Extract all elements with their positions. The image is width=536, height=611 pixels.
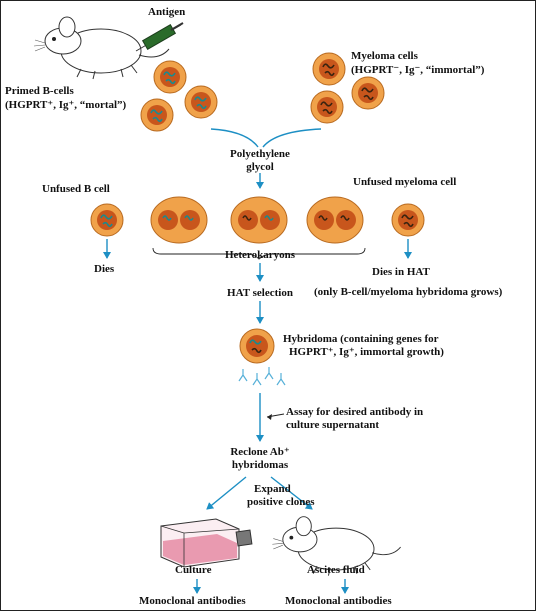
dies-label: Dies (94, 263, 115, 275)
myeloma-merge-curve (262, 128, 322, 148)
heterokaryon-1 (150, 196, 208, 244)
primed-b-cell-1 (153, 60, 187, 94)
b-cell-merge-curve (210, 128, 259, 148)
heterokaryon-3 (306, 196, 364, 244)
unfused-b-cell (90, 203, 124, 237)
myeloma-cell-3 (310, 90, 344, 124)
hat-selection-label: HAT selection (227, 287, 293, 299)
unfused-myeloma-label: Unfused myeloma cell (353, 176, 457, 188)
heterokaryon-2 (230, 196, 288, 244)
myeloma-cell-2 (351, 76, 385, 110)
culture-flask-icon (160, 518, 253, 568)
monoclonal-antibodies-left: Monoclonal antibodies (139, 595, 246, 607)
peg-label-line1: Polyethylene (230, 148, 290, 160)
reclone-label-line2: hybridomas (231, 459, 289, 471)
expand-arrow-right (270, 476, 313, 510)
expand-label-line1: Expand (254, 483, 291, 495)
primed-b-cell-2 (184, 85, 218, 119)
hybridoma-label-line2: HGPRT⁺, Ig⁺, immortal growth) (289, 346, 444, 358)
monoclonal-antibodies-right: Monoclonal antibodies (285, 595, 392, 607)
expand-arrow-left (206, 476, 247, 510)
hybridoma-cell (239, 328, 275, 364)
peg-label-line2: glycol (246, 161, 274, 173)
expand-label-line2: positive clones (247, 496, 315, 508)
culture-label: Culture (175, 564, 212, 576)
antibody-icons (238, 367, 286, 386)
assay-label-line1: Assay for desired antibody in (286, 406, 424, 418)
ascites-fluid-label: Ascites fluid (307, 564, 365, 576)
myeloma-cells-title: Myeloma cells (351, 50, 418, 62)
primed-b-cells-subtitle: (HGPRT⁺, Ig⁺, “mortal”) (5, 99, 127, 111)
unfused-myeloma-cell (391, 203, 425, 237)
hybridoma-label-line1: Hybridoma (containing genes for (283, 333, 439, 345)
dies-in-hat-label: Dies in HAT (372, 266, 430, 278)
syringe-icon (135, 22, 184, 52)
assay-label-line2: culture supernatant (286, 419, 379, 431)
unfused-b-cell-label: Unfused B cell (42, 183, 110, 195)
heterokaryon-brace (152, 247, 366, 260)
reclone-label-line1: Reclone Ab⁺ (230, 446, 290, 458)
myeloma-cells-subtitle: (HGPRT⁻, Ig⁻, “immortal”) (351, 64, 485, 76)
primed-b-cells-title: Primed B-cells (5, 85, 74, 97)
antigen-label: Antigen (148, 6, 186, 18)
myeloma-cell-1 (312, 52, 346, 86)
only-hybridoma-grows-label: (only B-cell/myeloma hybridoma grows) (314, 286, 503, 298)
primed-b-cell-3 (140, 98, 174, 132)
heterokaryons-label: Heterokaryons (224, 249, 296, 261)
